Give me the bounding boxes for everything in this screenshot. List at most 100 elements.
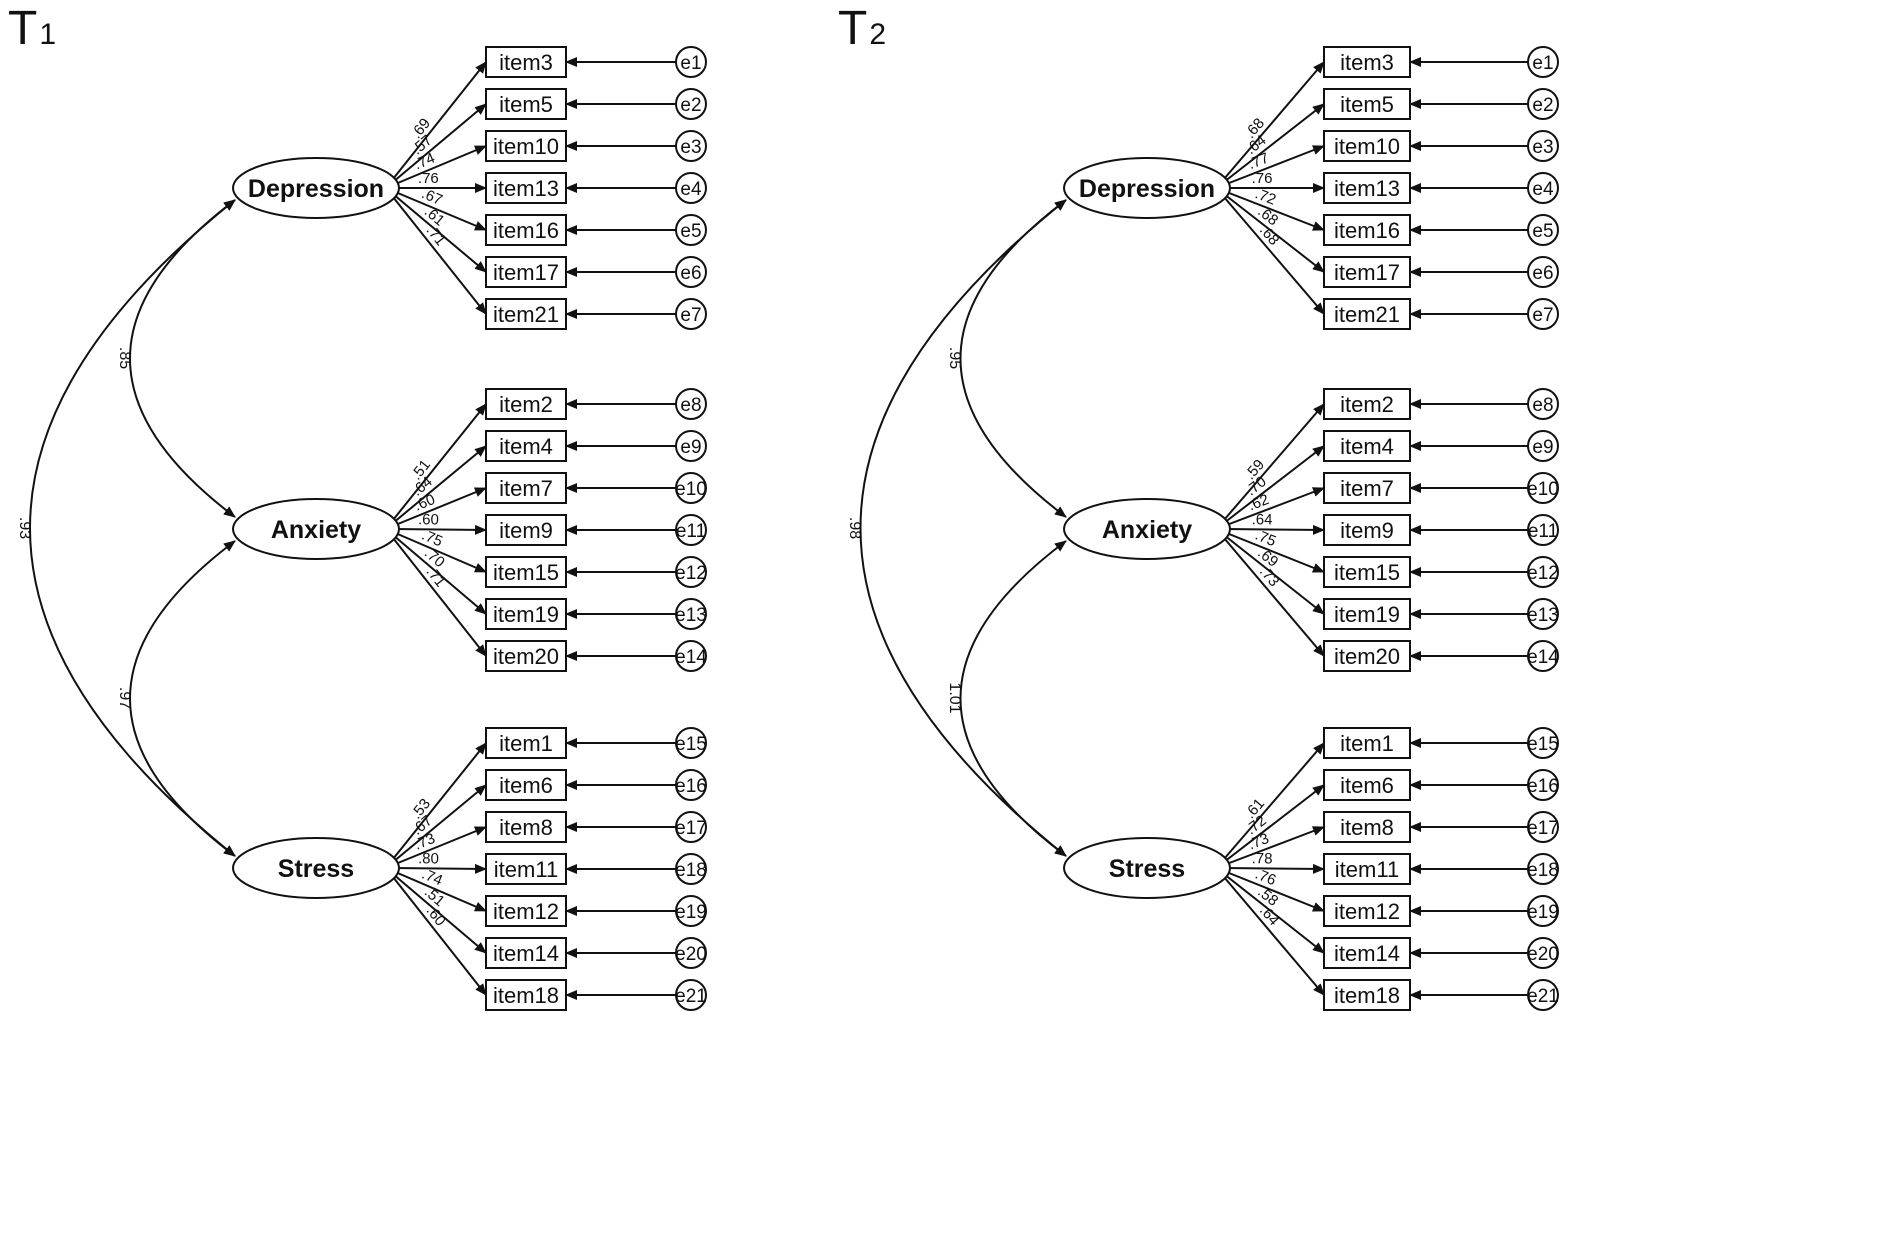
item-label: item14	[1334, 941, 1400, 966]
error-label: e9	[1532, 437, 1553, 458]
item-label: item21	[493, 302, 559, 327]
error-label: e19	[675, 902, 707, 923]
error-circle	[1527, 46, 1559, 78]
loading-arrow	[1223, 826, 1325, 866]
error-label: e1	[680, 53, 701, 74]
item-box	[1323, 895, 1411, 927]
loading-arrow	[1223, 784, 1325, 863]
loading-arrow	[392, 487, 487, 527]
error-circle	[1527, 172, 1559, 204]
error-circle	[675, 88, 707, 120]
error-circle	[1527, 811, 1559, 843]
item-label: item7	[499, 476, 553, 501]
item-label: item11	[1335, 857, 1399, 882]
item-box	[1323, 769, 1411, 801]
error-label: e16	[1527, 776, 1559, 797]
item-box	[485, 130, 567, 162]
item-label: item16	[493, 218, 559, 243]
error-circle	[1527, 895, 1559, 927]
item-box	[485, 556, 567, 588]
loading-arrow	[1223, 190, 1325, 231]
correlation-curve-dep-anx	[959, 199, 1067, 518]
error-label: e12	[1527, 563, 1559, 584]
error-label: e5	[1532, 221, 1553, 242]
factor-loading-label: .76	[418, 170, 439, 187]
loading-arrow	[392, 876, 487, 996]
item-box	[485, 430, 567, 462]
factor-loading-label: .67	[419, 185, 445, 209]
loading-arrow	[1223, 487, 1325, 527]
latent-factor-label: Stress	[278, 855, 354, 883]
error-label: e15	[675, 734, 707, 755]
correlation-label-anx_str: 1.01	[946, 682, 963, 713]
error-label: e10	[1527, 479, 1559, 500]
error-circle	[1527, 727, 1559, 759]
item-label: item15	[493, 560, 559, 585]
loading-arrow	[1223, 193, 1325, 273]
item-label: item15	[1334, 560, 1400, 585]
latent-factor-label: Depression	[1079, 175, 1215, 203]
error-circle	[675, 214, 707, 246]
item-box	[485, 298, 567, 330]
latent-factor-ellipse	[232, 837, 400, 899]
error-label: e7	[680, 305, 701, 326]
factor-loading-label: .68	[1256, 222, 1282, 249]
error-circle	[1527, 979, 1559, 1011]
error-label: e2	[680, 95, 701, 116]
loading-arrow	[1223, 876, 1325, 996]
loading-arrow	[392, 103, 487, 183]
loading-arrow	[1223, 196, 1325, 315]
item-box	[485, 172, 567, 204]
item-label: item5	[499, 92, 553, 117]
item-box	[1323, 514, 1411, 546]
error-circle	[1527, 214, 1559, 246]
error-circle	[1527, 388, 1559, 420]
error-circle	[1527, 256, 1559, 288]
item-box	[485, 853, 567, 885]
factor-loading-label: .71	[423, 222, 449, 249]
error-circle	[675, 172, 707, 204]
item-label: item13	[493, 176, 559, 201]
item-box	[485, 514, 567, 546]
item-box	[485, 388, 567, 420]
error-label: e15	[1527, 734, 1559, 755]
item-label: item4	[1340, 434, 1394, 459]
loading-arrow	[1223, 403, 1325, 521]
item-label: item13	[1334, 176, 1400, 201]
item-label: item10	[1334, 134, 1400, 159]
error-circle	[1527, 130, 1559, 162]
item-label: item6	[1340, 773, 1394, 798]
item-box	[485, 640, 567, 672]
latent-factor-label: Depression	[248, 175, 384, 203]
correlation-curve-dep-str	[29, 199, 236, 857]
error-circle	[675, 811, 707, 843]
error-label: e11	[1528, 521, 1558, 542]
item-label: item18	[1334, 983, 1400, 1008]
item-box	[485, 895, 567, 927]
error-circle	[675, 640, 707, 672]
loading-arrow	[1223, 61, 1325, 180]
loading-arrow	[392, 537, 487, 657]
error-circle	[675, 769, 707, 801]
item-box	[1323, 556, 1411, 588]
error-circle	[675, 298, 707, 330]
loading-arrow	[1223, 537, 1325, 657]
error-circle	[675, 388, 707, 420]
error-label: e8	[1532, 395, 1553, 416]
error-circle	[1527, 472, 1559, 504]
loading-arrow	[392, 531, 487, 573]
factor-loading-label: .73	[1246, 830, 1272, 853]
factor-loading-label: .75	[1253, 527, 1279, 551]
item-label: item11	[494, 857, 558, 882]
loading-arrow	[1223, 863, 1325, 874]
error-circle	[1527, 937, 1559, 969]
factor-loading-label: .74	[412, 150, 438, 174]
item-label: item10	[493, 134, 559, 159]
item-box	[1323, 472, 1411, 504]
latent-factor-label: Anxiety	[271, 516, 361, 544]
factor-loading-label: .80	[418, 850, 439, 867]
item-box	[485, 598, 567, 630]
error-label: e21	[675, 986, 707, 1007]
error-circle	[1527, 556, 1559, 588]
